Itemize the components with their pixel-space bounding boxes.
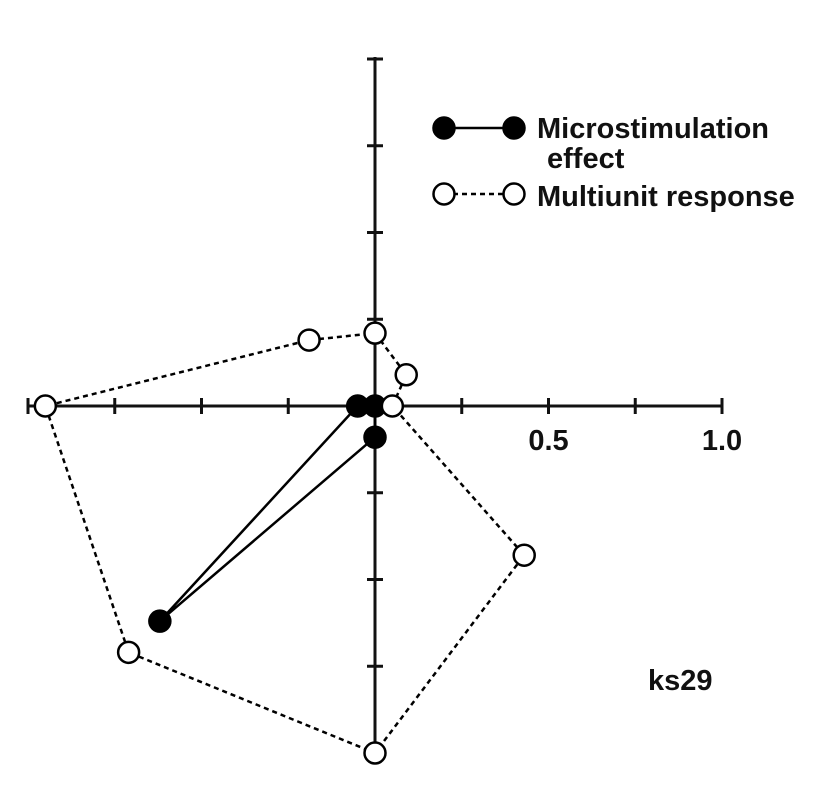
series-line-multiunit (43, 331, 526, 755)
data-point-multiunit (380, 394, 405, 418)
legend-label: effect (547, 143, 625, 175)
series-multiunit (33, 321, 536, 765)
data-point-microstimulation (148, 609, 172, 633)
data-point-multiunit (394, 363, 418, 387)
series-layer (33, 321, 536, 765)
data-point-multiunit (363, 741, 387, 765)
x-tick-label: 0.5 (528, 425, 568, 457)
legend-marker (502, 116, 526, 140)
series-line-microstimulation (158, 404, 377, 623)
series-microstimulation (148, 394, 387, 633)
data-point-microstimulation (363, 425, 387, 449)
data-point-multiunit (33, 394, 58, 418)
data-point-multiunit (116, 640, 141, 665)
legend-marker (502, 182, 526, 206)
x-tick-label: 1.0 (702, 425, 742, 457)
legend-marker (432, 182, 456, 206)
tick-labels: 0.5 1.0 (528, 425, 742, 457)
legend-marker (432, 116, 456, 140)
data-point-multiunit (363, 321, 387, 345)
data-point-multiunit (297, 328, 321, 352)
legend-entry-multiunit: Multiunit response (432, 181, 795, 213)
data-point-multiunit (512, 543, 536, 567)
axis-ticks (26, 57, 724, 755)
panel-label: ks29 (648, 665, 713, 697)
axes: 0.5 1.0 (26, 57, 742, 758)
legend-label: Microstimulation (537, 113, 769, 145)
legend-label: Multiunit response (537, 181, 795, 213)
